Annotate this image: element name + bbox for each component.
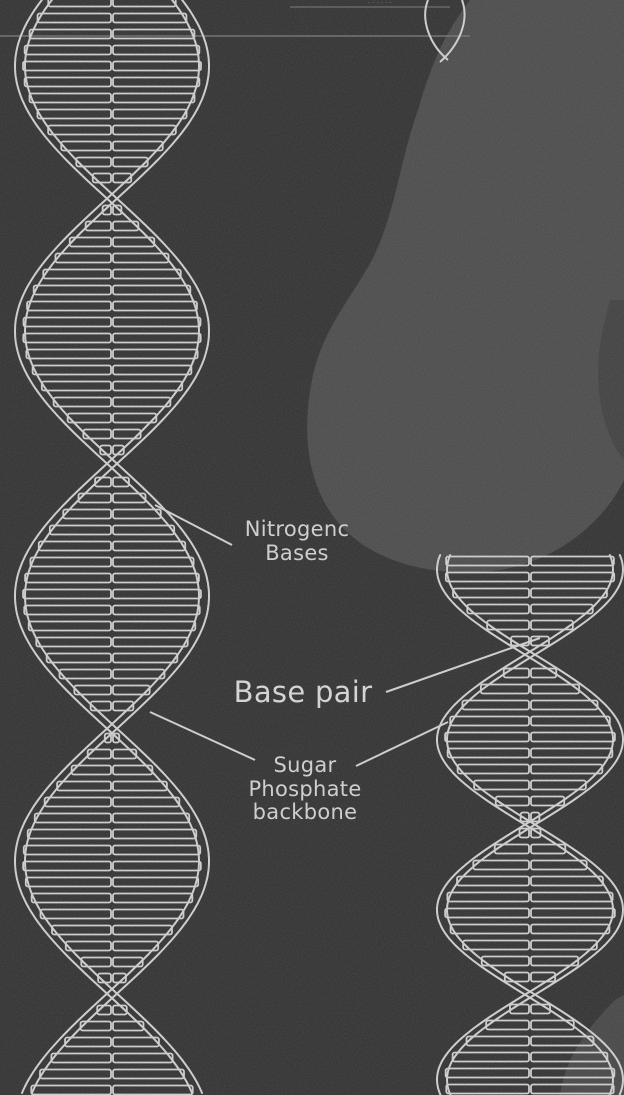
label-base-pair: Base pair [213, 676, 393, 708]
label-backbone-line2: Phosphate [225, 778, 385, 802]
label-nitrogenous-line1: Nitrogenc [222, 518, 372, 542]
label-backbone-line1: Sugar [225, 754, 385, 778]
label-backbone-line3: backbone [225, 801, 385, 825]
label-nitrogenous-bases: Nitrogenc Bases [222, 518, 372, 565]
label-nitrogenous-line2: Bases [222, 542, 372, 566]
top-caption-mark: · · · · · · [330, 1, 430, 8]
label-sugar-phosphate-backbone: Sugar Phosphate backbone [225, 754, 385, 825]
